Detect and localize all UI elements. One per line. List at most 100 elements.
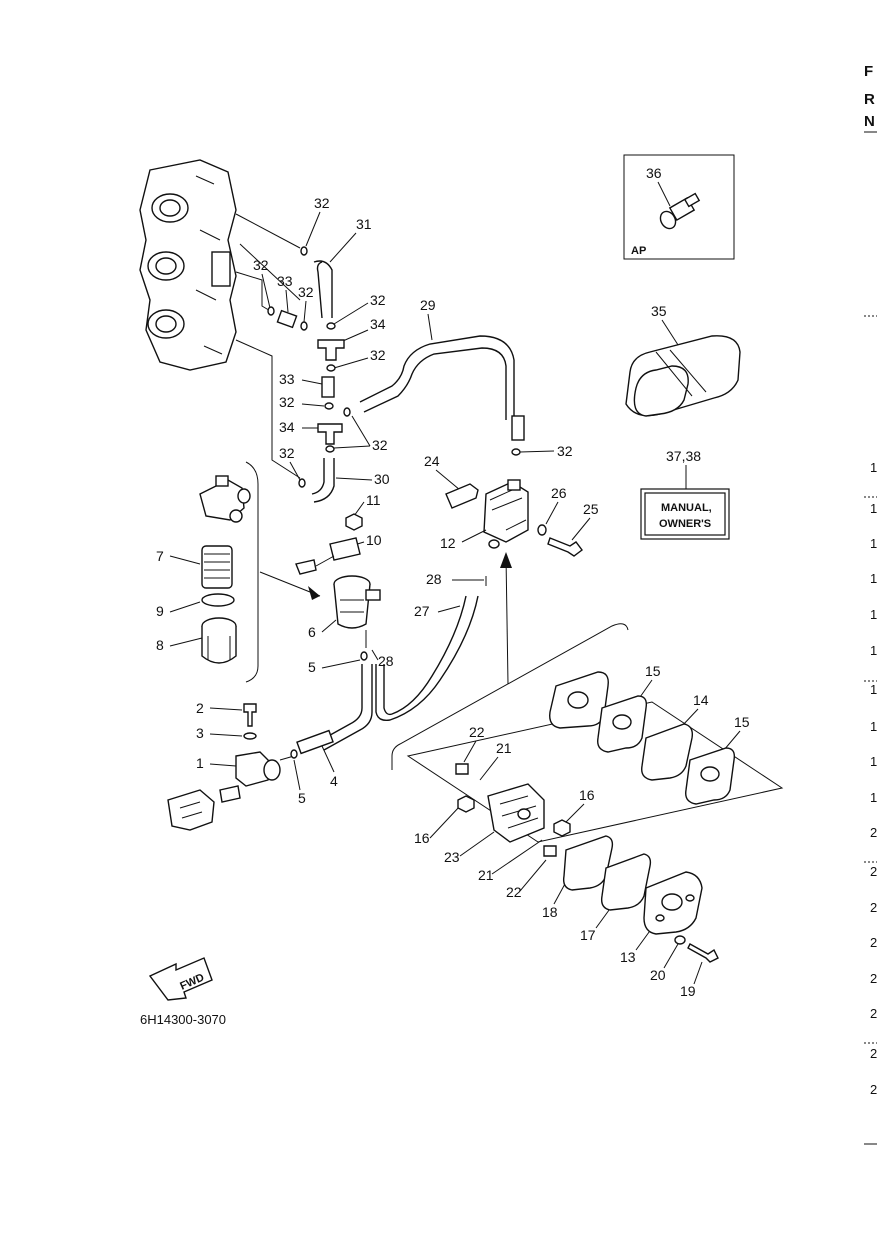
label-35: 35	[651, 303, 667, 319]
manual-line-2: OWNER'S	[659, 518, 711, 530]
label-14: 14	[693, 692, 709, 708]
label-32: 32	[370, 292, 386, 308]
label-22: 22	[506, 884, 522, 900]
edge-digit: 2	[870, 864, 877, 879]
nut-16-icon	[553, 819, 571, 837]
label-27: 27	[414, 603, 430, 619]
o-ring-9-icon	[201, 593, 235, 607]
hose-4-icon	[296, 729, 334, 755]
label-26: 26	[551, 485, 567, 501]
fuel-filter-6: 11 10 6 5 28	[295, 492, 479, 751]
label-29: 29	[420, 297, 436, 313]
label-10: 10	[366, 532, 382, 548]
label-32: 32	[279, 394, 295, 410]
hose-29-icon	[359, 335, 515, 420]
fwd-arrow-icon: FWD	[148, 957, 213, 1001]
tube-33b-icon	[321, 376, 335, 398]
edge-digit: 1	[870, 571, 877, 586]
label-20: 20	[650, 967, 666, 983]
label-6: 6	[308, 624, 316, 640]
ap-label: AP	[631, 245, 646, 257]
edge-letter-r: R	[864, 91, 875, 108]
pump-body-23-icon	[487, 783, 545, 843]
filter-assembly-icon	[199, 475, 251, 523]
label-32: 32	[370, 347, 386, 363]
washer-3-icon	[243, 732, 257, 740]
label-21: 21	[496, 740, 512, 756]
diaphragm-14-icon	[641, 723, 694, 781]
label-34: 34	[279, 419, 295, 435]
label-15: 15	[734, 714, 750, 730]
label-25: 25	[583, 501, 599, 517]
label-13: 13	[620, 949, 636, 965]
label-9: 9	[156, 603, 164, 619]
label-5: 5	[298, 790, 306, 806]
washer-20-icon	[674, 935, 686, 945]
hose-31-icon	[313, 260, 333, 319]
right-edge-column: F R N 1 1 1 1 1 1 1 1 1 1 2 2 2 2 2 2 2 …	[864, 63, 877, 1145]
filter-element-7-icon	[201, 545, 233, 589]
engine-block-icon	[139, 159, 237, 371]
edge-digit: 2	[870, 1006, 877, 1021]
routing-lines	[235, 213, 301, 479]
label-4: 4	[330, 773, 338, 789]
label-15: 15	[645, 663, 661, 679]
diagram-code: 6H14300-3070	[140, 1012, 226, 1027]
gasket-18-icon	[562, 835, 614, 891]
edge-digit: 1	[870, 643, 877, 658]
fuel-pump-12: 32 24 26 25 12	[424, 443, 599, 557]
edge-digit: 2	[870, 1082, 877, 1097]
label-32: 32	[557, 443, 573, 459]
fitting-21-icon	[543, 845, 557, 857]
bolt-25-icon	[547, 537, 583, 557]
filter-cup-8-icon	[201, 617, 237, 664]
edge-letter-n: N	[864, 113, 875, 130]
hose-4-upper-icon	[313, 664, 373, 751]
bracket-10-icon	[329, 537, 361, 561]
tube-33-icon	[276, 309, 298, 329]
label-34: 34	[370, 316, 386, 332]
edge-digit: 2	[870, 971, 877, 986]
label-11: 11	[366, 492, 381, 508]
joint-34-icon	[317, 339, 345, 361]
label-30: 30	[374, 471, 390, 487]
label-28: 28	[426, 571, 442, 587]
edge-digit: 2	[870, 900, 877, 915]
label-16: 16	[579, 787, 595, 803]
label-36: 36	[646, 165, 662, 181]
primer-group: 2 3 1 5 4	[167, 700, 338, 831]
label-33: 33	[277, 273, 293, 289]
edge-digit: 1	[870, 682, 877, 697]
label-12: 12	[440, 535, 456, 551]
label-2: 2	[196, 700, 204, 716]
edge-digit: 2	[870, 935, 877, 950]
bolt-2-icon	[243, 703, 257, 727]
gasket-24-icon	[445, 483, 479, 509]
label-23: 23	[444, 849, 460, 865]
fitting-22-icon	[455, 763, 469, 775]
label-1: 1	[196, 755, 204, 771]
label-19: 19	[680, 983, 696, 999]
diaphragm-17-icon	[600, 853, 652, 911]
edge-digit: 1	[870, 719, 877, 734]
label-8: 8	[156, 637, 164, 653]
label-3: 3	[196, 725, 204, 741]
edge-digit: 1	[870, 536, 877, 551]
ap-box: 36 AP	[623, 154, 735, 260]
label-32: 32	[279, 445, 295, 461]
label-32: 32	[314, 195, 330, 211]
label-31: 31	[356, 216, 372, 232]
screw-19-icon	[687, 943, 719, 963]
pump-exploded-view: 15 14 15 22 21 16 16 23 21 22 18	[414, 663, 750, 999]
hose-30-icon	[311, 458, 335, 503]
nut-11-icon	[345, 513, 363, 531]
label-32: 32	[298, 284, 314, 300]
edge-digit: 1	[870, 501, 877, 516]
label-17: 17	[580, 927, 596, 943]
label-18: 18	[542, 904, 558, 920]
label-33: 33	[279, 371, 295, 387]
label-37-38: 37,38	[666, 448, 701, 464]
label-7: 7	[156, 548, 164, 564]
